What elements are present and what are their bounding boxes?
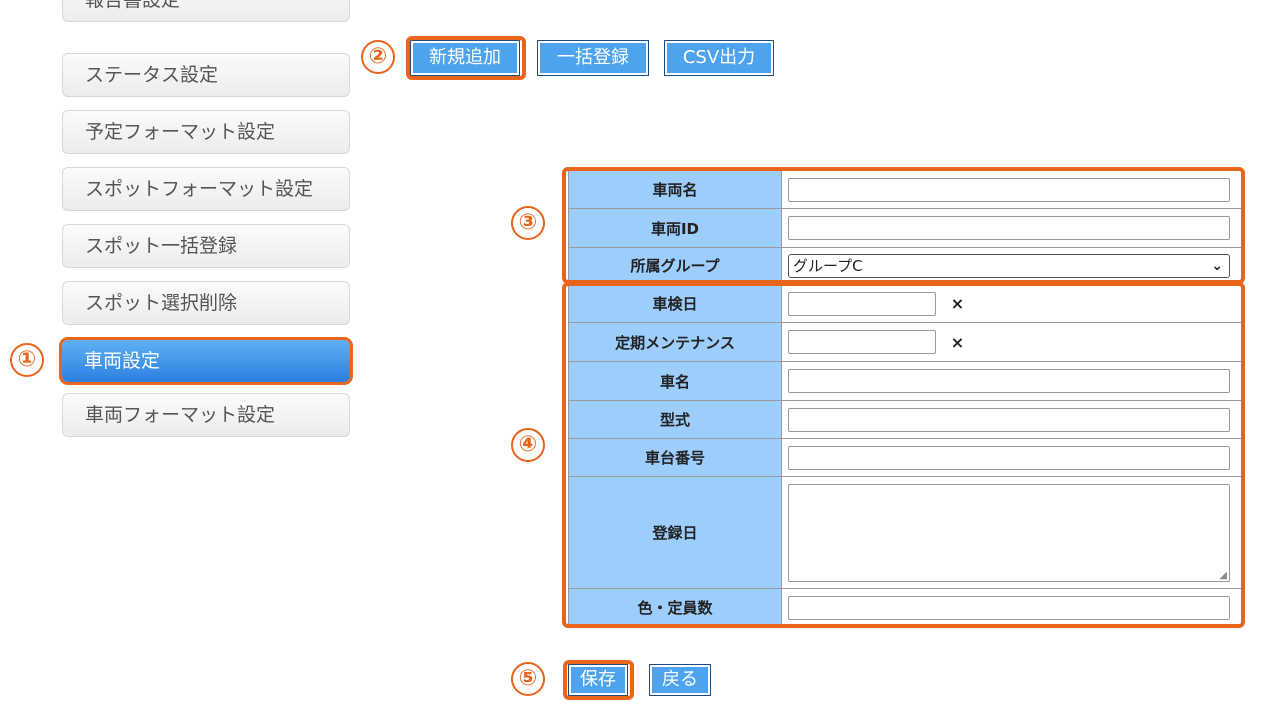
close-icon[interactable]: × <box>950 332 965 352</box>
inspection-date-label: 車検日 <box>568 284 782 323</box>
group-label: 所属グループ <box>568 247 782 284</box>
new-add-button[interactable]: 新規追加 <box>410 40 520 76</box>
vehicle-form-basic: 車両名 車両ID 所属グループ グループC ⌄ <box>568 170 1243 284</box>
sidebar-item-spot-select-delete[interactable]: スポット選択削除 <box>62 281 350 325</box>
sidebar-item-report-settings[interactable]: 報告書設定 <box>62 0 350 22</box>
callout-1: ① <box>10 343 44 377</box>
vehicle-form-details: 車検日 × 定期メンテナンス × 車名 型式 車台番号 登録日 ◢ 色・定員数 <box>568 284 1243 627</box>
vehicle-name-input[interactable] <box>788 177 1230 202</box>
group-select[interactable]: グループC ⌄ <box>788 253 1230 278</box>
inspection-date-input[interactable] <box>788 291 936 316</box>
sidebar-item-status-settings[interactable]: ステータス設定 <box>62 53 350 97</box>
model-label: 型式 <box>568 400 782 439</box>
close-icon[interactable]: × <box>950 294 965 313</box>
car-name-label: 車名 <box>568 361 782 401</box>
vehicle-id-input[interactable] <box>788 216 1230 240</box>
csv-export-button[interactable]: CSV出力 <box>664 40 774 76</box>
sidebar-item-spot-format[interactable]: スポットフォーマット設定 <box>62 167 350 211</box>
sidebar-item-vehicle-format[interactable]: 車両フォーマット設定 <box>62 393 350 437</box>
chevron-down-icon: ⌄ <box>1211 257 1223 274</box>
sidebar-item-spot-bulk-register[interactable]: スポット一括登録 <box>62 224 350 268</box>
model-input[interactable] <box>788 407 1230 432</box>
save-button[interactable]: 保存 <box>568 664 628 696</box>
chassis-number-input[interactable] <box>788 445 1230 470</box>
callout-2: ② <box>361 40 395 74</box>
sidebar-item-schedule-format[interactable]: 予定フォーマット設定 <box>62 110 350 154</box>
callout-4: ④ <box>511 428 545 462</box>
registered-date-textarea[interactable]: ◢ <box>788 483 1230 582</box>
chassis-number-label: 車台番号 <box>568 438 782 477</box>
callout-5: ⑤ <box>511 662 545 696</box>
vehicle-name-label: 車両名 <box>568 170 782 209</box>
bulk-register-button[interactable]: 一括登録 <box>537 40 649 76</box>
sidebar-item-vehicle-settings[interactable]: 車両設定 <box>59 337 353 385</box>
back-button[interactable]: 戻る <box>649 664 711 696</box>
maintenance-date-input[interactable] <box>788 330 936 354</box>
car-name-input[interactable] <box>788 369 1230 393</box>
callout-3: ③ <box>511 206 545 240</box>
vehicle-id-label: 車両ID <box>568 208 782 248</box>
registered-date-label: 登録日 <box>568 476 782 589</box>
maintenance-label: 定期メンテナンス <box>568 322 782 362</box>
group-select-value: グループC <box>793 256 863 275</box>
color-capacity-label: 色・定員数 <box>568 588 782 627</box>
resize-grip-icon[interactable]: ◢ <box>1219 569 1227 581</box>
color-capacity-input[interactable] <box>788 595 1230 620</box>
